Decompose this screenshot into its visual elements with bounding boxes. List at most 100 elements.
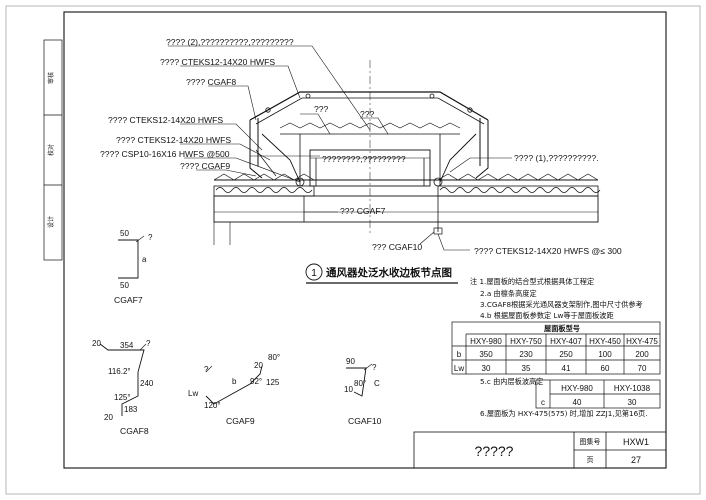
detail-number: 1	[311, 268, 317, 279]
callout-1: ???? (2),??????????,?????????	[166, 37, 294, 47]
notes: 注 1.屋面板的结合型式根据具体工程定 2.a 由檩条高度定 3.CGAF8根据…	[470, 277, 648, 418]
callout-bottom-screw: ???? CTEKS12-14X20 HWFS @≤ 300	[474, 246, 622, 256]
side-label-review: 审核	[47, 72, 55, 84]
table1-b-4: 100	[598, 350, 612, 359]
flashing-cgaf8-right	[475, 118, 489, 179]
table1-lw-4: 60	[601, 364, 610, 373]
cgaf8-d20: 20	[92, 339, 101, 348]
insulation-left	[215, 187, 313, 193]
cgaf7-name: CGAF7	[114, 295, 143, 305]
table1-lw-1: 30	[482, 364, 491, 373]
profile-cgaf10	[346, 363, 373, 397]
atlas-label: 图集号	[580, 437, 601, 446]
cgaf10-d10: 10	[344, 385, 353, 394]
table1-b-1: 350	[479, 350, 493, 359]
table2-model-2: HXY-1038	[614, 384, 651, 393]
table1-model-4: HXY-450	[589, 337, 621, 346]
purlin-band	[213, 195, 599, 223]
cgaf7-dim-top: 50	[120, 229, 129, 238]
table1-model-2: HXY-750	[510, 337, 542, 346]
callout-7: ???? CGAF9	[180, 161, 230, 171]
drawing-frame	[63, 11, 667, 469]
cgaf10-name: CGAF10	[348, 416, 382, 426]
note-6: 6.屋面板为 HXY-475(575) 时,增加 ZZJ1,见第16页.	[480, 409, 648, 418]
table1-model-5: HXY-475	[626, 337, 658, 346]
cgaf9-angle-80: 80°	[268, 353, 280, 362]
cgaf9-angle-92: 92°	[250, 377, 262, 386]
table1-b-3: 250	[559, 350, 573, 359]
cgaf10-angle-80: 80°	[354, 379, 366, 388]
page-label: 页	[587, 456, 594, 464]
table1-model-3: HXY-407	[550, 337, 582, 346]
callout-4: ???? CTEKS12-14X20 HWFS	[108, 115, 223, 125]
cgaf7-dim-side: a	[142, 255, 147, 264]
roof-panel-right	[437, 185, 599, 197]
callout-texts: ???? (2),??????????,????????? ???? CTEKS…	[100, 37, 622, 256]
table2-c-1: 40	[573, 398, 582, 407]
note-4: 4.b 根据屋面板参数定 Lw等于屋面板波距	[480, 311, 614, 320]
note-1: 注 1.屋面板的结合型式根据具体工程定	[470, 277, 594, 286]
outer-border	[5, 5, 701, 495]
cgaf8-d354: 354	[120, 341, 134, 350]
page-value: 27	[631, 455, 641, 465]
table1-b-5: 200	[635, 350, 649, 359]
table1-b-label: b	[457, 350, 462, 359]
cgaf10-dc: C	[374, 379, 380, 388]
title-block	[413, 431, 667, 469]
cgaf8-d20b: 20	[104, 413, 113, 422]
callout-right: ???? (1),??????????.	[514, 153, 599, 163]
callout-6: ???? CSP10-16X16 HWFS @500	[100, 149, 230, 159]
cgaf10-d90: 90	[346, 357, 355, 366]
table1-title: 屋面板型号	[544, 324, 580, 333]
table1-lw-2: 35	[522, 364, 531, 373]
table1-b-2: 230	[519, 350, 533, 359]
cgaf7-mark: ?	[148, 233, 153, 242]
atlas-value: HXW1	[623, 437, 649, 447]
table1-lw-5: 70	[638, 364, 647, 373]
profile-cgaf7	[118, 235, 145, 279]
profile-cgaf9	[205, 365, 263, 405]
cgaf8-name: CGAF8	[120, 426, 149, 436]
table2-c-label: c	[541, 398, 545, 407]
callout-cgaf10: ??? CGAF10	[372, 242, 422, 252]
cgaf9-angle-120: 120°	[204, 401, 221, 410]
callout-top-b: ???	[360, 109, 375, 119]
note-5: 5.c 由内层板波高定	[480, 377, 543, 386]
flashing-cgaf8-left	[249, 118, 263, 179]
callout-2: ???? CTEKS12-14X20 HWFS	[160, 57, 275, 67]
detail-title-text: 通风器处泛水收边板节点图	[326, 266, 452, 279]
cgaf8-d183: 183	[124, 405, 138, 414]
note-2: 2.a 由檩条高度定	[480, 289, 537, 298]
side-label-design: 设计	[47, 216, 55, 228]
cgaf9-d125: 125	[266, 378, 280, 387]
cgaf8-mark: ?	[146, 339, 151, 348]
table-2	[535, 379, 661, 409]
cgaf9-mark: ?	[204, 365, 209, 374]
cgaf10-mark: ?	[372, 363, 377, 372]
ventilator-body	[309, 149, 431, 187]
detail-title: 1 通风器处泛水收边板节点图	[305, 263, 458, 284]
cgaf9-db: b	[232, 377, 237, 386]
callout-top-a: ???	[314, 104, 329, 114]
title-block-title: ?????	[475, 443, 514, 459]
cgaf7-dim-bottom: 50	[120, 281, 129, 290]
cgaf8-angle-1: 116.2°	[108, 367, 131, 376]
callout-3: ???? CGAF8	[186, 77, 236, 87]
insulation-right	[439, 187, 601, 193]
callout-cgaf7: ??? CGAF7	[340, 206, 386, 216]
cgaf8-angle-2: 125°	[114, 393, 131, 402]
cgaf8-d240: 240	[140, 379, 154, 388]
callout-mid: ????????,?????????	[322, 154, 406, 164]
table1-lw-3: 41	[562, 364, 571, 373]
side-label-check: 校对	[47, 144, 55, 156]
table-1	[451, 321, 661, 375]
profile-cgaf8	[99, 343, 147, 416]
node-detail	[213, 60, 601, 245]
leader-lines	[168, 45, 512, 251]
note-3: 3.CGAF8根据采光通风器支架制作,图中尺寸供参考	[480, 300, 643, 309]
table1-lw-label: Lw	[454, 364, 464, 373]
table2-c-2: 30	[628, 398, 637, 407]
table2-model-1: HXY-980	[561, 384, 593, 393]
callout-5: ???? CTEKS12-14X20 HWFS	[116, 135, 231, 145]
